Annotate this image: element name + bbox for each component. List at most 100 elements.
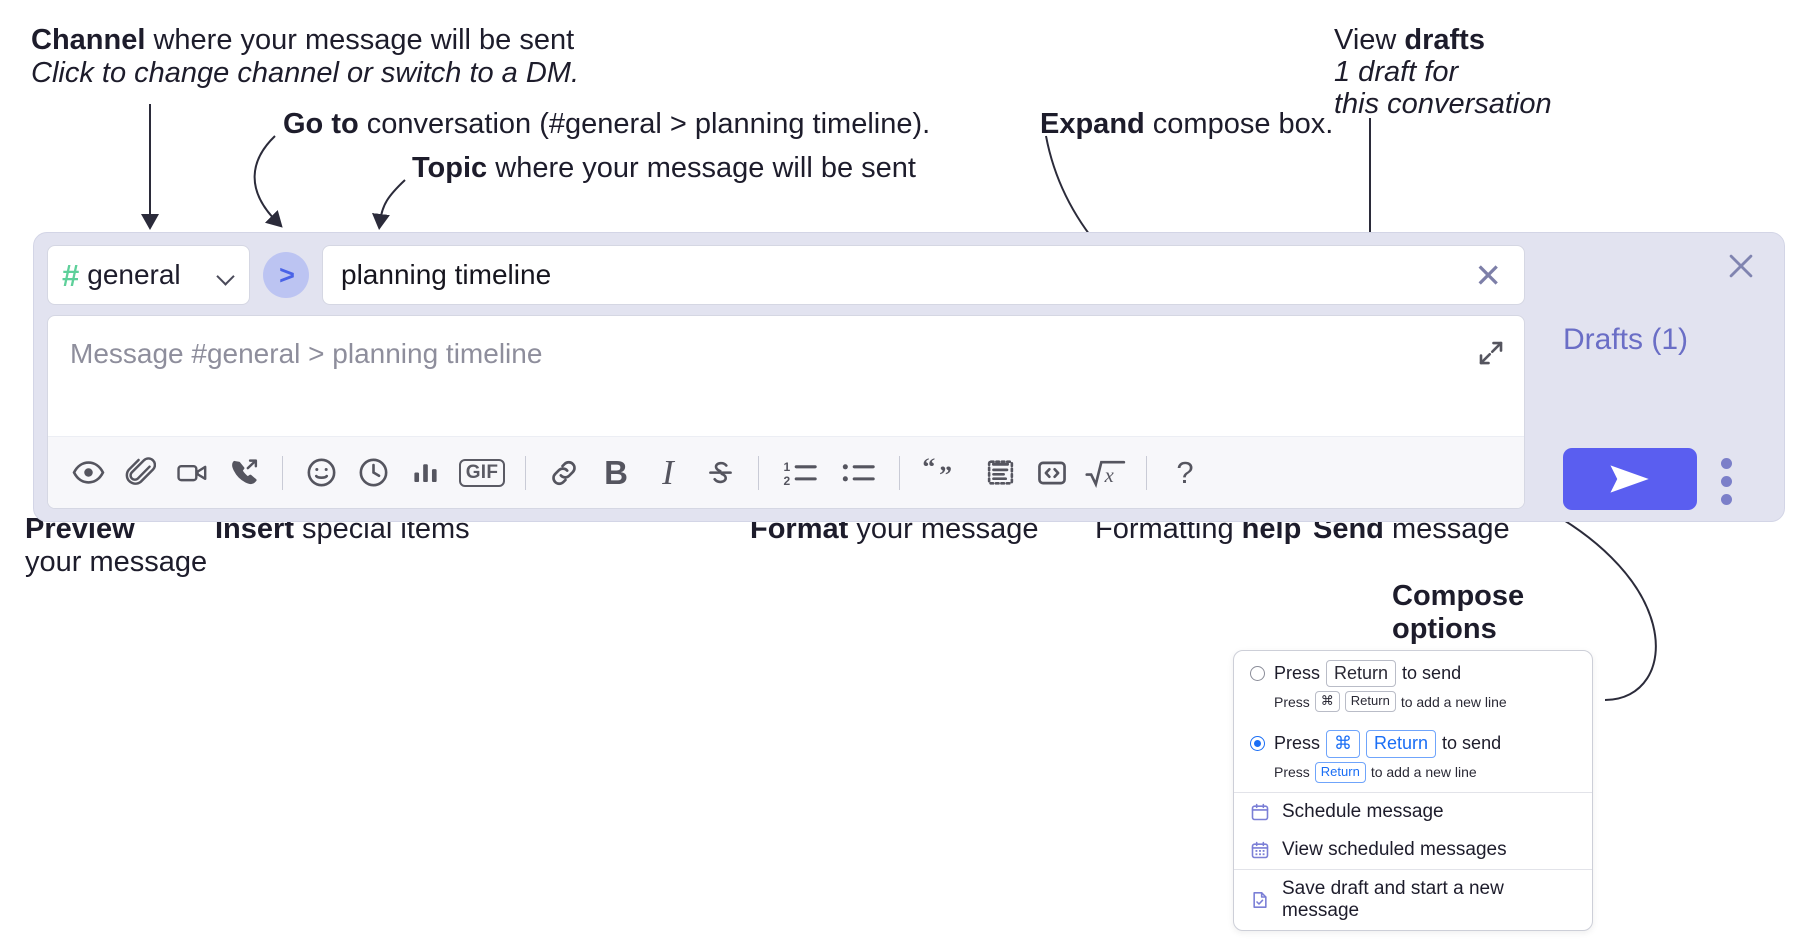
annotation-drafts: View drafts xyxy=(1334,22,1485,59)
annotation-drafts-line3-text: this conversation xyxy=(1334,88,1552,120)
preview-icon[interactable] xyxy=(62,447,114,499)
option-2-sub-suffix: to add a new line xyxy=(1370,764,1477,781)
close-icon[interactable] xyxy=(1724,249,1758,283)
math-icon[interactable]: x xyxy=(1078,447,1134,499)
bold-icon[interactable]: B xyxy=(590,447,642,499)
send-shortcut-option-2[interactable]: Press ⌘ Return to send Press Return to a… xyxy=(1234,721,1592,791)
option-2-sub: Press Return to add a new line xyxy=(1234,758,1592,792)
bulleted-list-icon[interactable] xyxy=(829,447,887,499)
return-key: Return xyxy=(1326,660,1397,688)
expand-compose-icon[interactable] xyxy=(1476,338,1506,368)
annotation-compose-options-line1: Compose xyxy=(1392,580,1525,612)
annotation-preview-line2-text: your message xyxy=(25,546,208,578)
annotation-goto-bold: Go to xyxy=(283,108,359,140)
toolbar-separator xyxy=(1146,455,1147,490)
dot xyxy=(1721,494,1732,505)
gif-icon[interactable]: GIF xyxy=(451,447,513,499)
compose-header-row: # general > planning timeline ✕ xyxy=(47,245,1525,305)
return-key: Return xyxy=(1366,730,1437,758)
command-key: ⌘ xyxy=(1326,730,1361,758)
menu-item-label: Schedule message xyxy=(1282,800,1444,822)
bold-label: B xyxy=(604,454,628,491)
toolbar-separator xyxy=(899,455,900,490)
message-editor[interactable]: Message #general > planning timeline xyxy=(47,315,1525,509)
strikethrough-icon[interactable] xyxy=(694,447,746,499)
annotation-channel: Channel where your message will be sent xyxy=(31,22,574,59)
svg-text:1: 1 xyxy=(784,460,791,474)
annotation-drafts-line2-text: 1 draft for xyxy=(1334,56,1459,88)
annotation-channel-sub: Click to change channel or switch to a D… xyxy=(31,55,579,92)
italic-icon[interactable]: I xyxy=(642,447,694,499)
annotation-drafts-line3: this conversation xyxy=(1334,86,1552,123)
send-paperplane-icon xyxy=(1610,465,1649,493)
channel-selector[interactable]: # general xyxy=(47,245,250,305)
topic-clear-icon[interactable]: ✕ xyxy=(1474,256,1502,294)
menu-item-save-draft[interactable]: Save draft and start a new message xyxy=(1234,870,1592,930)
topic-value: planning timeline xyxy=(341,259,552,290)
return-key: Return xyxy=(1344,691,1396,713)
send-shortcut-option-1[interactable]: Press Return to send Press ⌘ Return to a… xyxy=(1234,651,1592,721)
annotation-channel-bold: Channel xyxy=(31,24,146,56)
dot xyxy=(1721,458,1732,469)
audio-call-icon[interactable] xyxy=(218,447,270,499)
annotation-compose-options-l2: options xyxy=(1392,611,1497,648)
message-placeholder: Message #general > planning timeline xyxy=(70,338,543,369)
compose-options-button[interactable] xyxy=(1721,458,1743,512)
option-1-prefix: Press xyxy=(1274,663,1321,684)
menu-item-schedule-message[interactable]: Schedule message xyxy=(1234,793,1592,831)
blockquote-icon[interactable]: “ ” xyxy=(912,447,974,499)
formatting-toolbar: GIF B I xyxy=(48,436,1524,508)
radio-selected[interactable] xyxy=(1250,736,1265,752)
video-icon[interactable] xyxy=(166,447,218,499)
annotation-drafts-bold: drafts xyxy=(1404,24,1485,56)
compose-right-column: Drafts (1) xyxy=(1538,233,1786,521)
option-1-main: Press Return to send xyxy=(1274,660,1462,688)
option-1-sub-prefix: Press xyxy=(1274,693,1310,710)
svg-text:“: “ xyxy=(922,457,935,481)
code-block-icon[interactable] xyxy=(974,447,1026,499)
calendar-icon xyxy=(1250,802,1270,822)
command-key: ⌘ xyxy=(1314,691,1340,713)
attachment-icon[interactable] xyxy=(114,447,166,499)
drafts-link[interactable]: Drafts (1) xyxy=(1563,323,1689,356)
toolbar-separator xyxy=(525,455,526,490)
annotation-topic: Topic where your message will be sent xyxy=(412,150,916,187)
topic-input[interactable]: planning timeline ✕ xyxy=(322,245,1525,305)
option-1-suffix: to send xyxy=(1402,663,1462,684)
compose-inner: # general > planning timeline ✕ Message … xyxy=(47,245,1525,509)
annotation-topic-rest: where your message will be sent xyxy=(487,152,916,184)
annotation-compose-options-line2: options xyxy=(1392,613,1497,645)
return-key: Return xyxy=(1314,761,1366,783)
hash-icon: # xyxy=(62,257,79,293)
svg-text:x: x xyxy=(1104,465,1114,487)
annotation-drafts-plain: View xyxy=(1334,24,1405,56)
help-icon[interactable]: ? xyxy=(1159,447,1211,499)
send-button[interactable] xyxy=(1563,448,1697,510)
menu-item-view-scheduled[interactable]: View scheduled messages xyxy=(1234,831,1592,869)
annotation-goto-rest: conversation (#general > planning timeli… xyxy=(358,108,931,140)
option-1-sub: Press ⌘ Return to add a new line xyxy=(1234,687,1592,721)
link-icon[interactable] xyxy=(538,447,590,499)
option-1-sub-suffix: to add a new line xyxy=(1400,693,1507,710)
option-2-sub-prefix: Press xyxy=(1274,764,1310,781)
compose-options-menu: Press Return to send Press ⌘ Return to a… xyxy=(1233,650,1593,931)
emoji-icon[interactable] xyxy=(295,447,347,499)
option-2-main: Press ⌘ Return to send xyxy=(1274,730,1501,758)
toolbar-separator xyxy=(758,455,759,490)
radio-unselected[interactable] xyxy=(1250,666,1265,682)
goto-conversation-button[interactable]: > xyxy=(263,252,309,298)
clock-icon[interactable] xyxy=(347,447,399,499)
annotation-goto: Go to conversation (#general > planning … xyxy=(283,106,930,143)
chevron-right-icon: > xyxy=(279,259,295,290)
chevron-down-icon xyxy=(218,270,235,280)
code-icon[interactable] xyxy=(1026,447,1078,499)
calendar-grid-icon xyxy=(1250,840,1270,860)
svg-text:2: 2 xyxy=(784,474,791,488)
italic-label: I xyxy=(662,453,674,492)
menu-divider xyxy=(1234,868,1592,870)
annotation-channel-rest: where your message will be sent xyxy=(145,24,575,56)
ordered-list-icon[interactable]: 1 2 xyxy=(771,447,829,499)
menu-item-label: Save draft and start a new message xyxy=(1282,877,1504,921)
poll-icon[interactable] xyxy=(399,447,451,499)
option-2-prefix: Press xyxy=(1274,733,1321,754)
